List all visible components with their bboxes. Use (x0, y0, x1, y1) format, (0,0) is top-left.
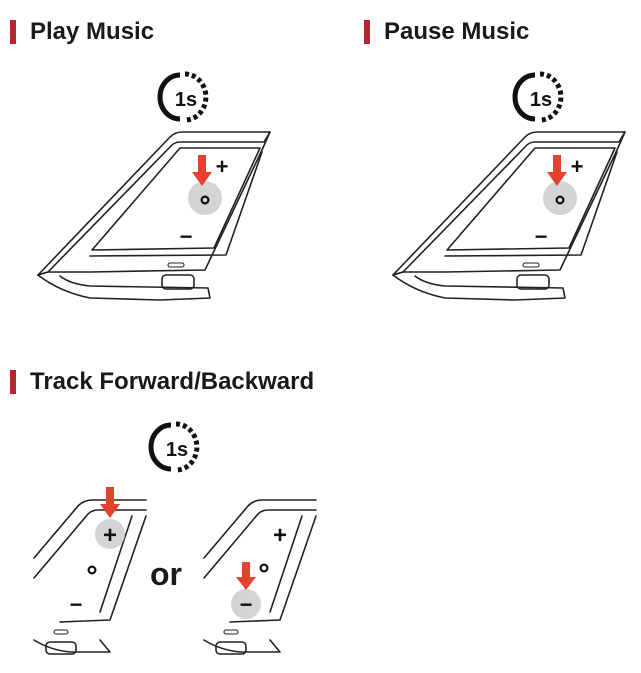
pause-music-illustration: 1s + − (392, 71, 626, 301)
play-music-illustration: 1s + − (37, 71, 271, 301)
heading-text: Pause Music (384, 18, 530, 45)
timer-label: 1s (166, 439, 188, 461)
press-arrow-icon (547, 155, 567, 186)
center-button-icon (200, 195, 210, 205)
heading-accent-bar (364, 20, 370, 44)
timer-label: 1s (530, 89, 552, 111)
heading-accent-bar (10, 20, 16, 44)
heading-track-forward-backward: Track Forward/Backward (10, 370, 314, 394)
minus-button-icon: − (535, 224, 548, 249)
plus-button-icon: + (216, 154, 229, 179)
headset-unit-partial-icon (203, 499, 317, 655)
plus-button-icon: + (273, 522, 287, 549)
center-button-icon (555, 195, 565, 205)
minus-button-icon: − (240, 592, 253, 617)
track-backward-illustration: + − (203, 499, 317, 655)
center-button-icon (259, 563, 269, 573)
minus-button-icon: − (70, 592, 83, 617)
headset-unit-icon (37, 131, 271, 301)
timer-1s-icon: 1s (148, 421, 200, 473)
press-arrow-icon (192, 155, 212, 186)
pressed-button-highlight (95, 519, 125, 549)
pressed-button-highlight (543, 181, 577, 215)
pressed-button-highlight (188, 181, 222, 215)
timer-1s-icon: 1s (157, 71, 209, 123)
heading-text: Play Music (30, 18, 155, 45)
headset-unit-icon (392, 131, 626, 301)
center-button-icon (87, 565, 97, 575)
minus-button-icon: − (180, 224, 193, 249)
heading-pause-music: Pause Music (364, 20, 529, 44)
track-forward-illustration: + − (33, 487, 147, 655)
press-arrow-icon (100, 487, 120, 518)
pressed-button-highlight (231, 589, 261, 619)
plus-button-icon: + (103, 522, 117, 549)
or-connector: or (150, 556, 182, 592)
heading-play-music: Play Music (10, 20, 154, 44)
press-arrow-icon (236, 562, 256, 590)
heading-accent-bar (10, 370, 16, 394)
plus-button-icon: + (571, 154, 584, 179)
timer-1s-icon: 1s (512, 71, 564, 123)
headset-unit-partial-icon (33, 499, 147, 655)
timer-label: 1s (175, 89, 197, 111)
heading-text: Track Forward/Backward (30, 368, 315, 395)
